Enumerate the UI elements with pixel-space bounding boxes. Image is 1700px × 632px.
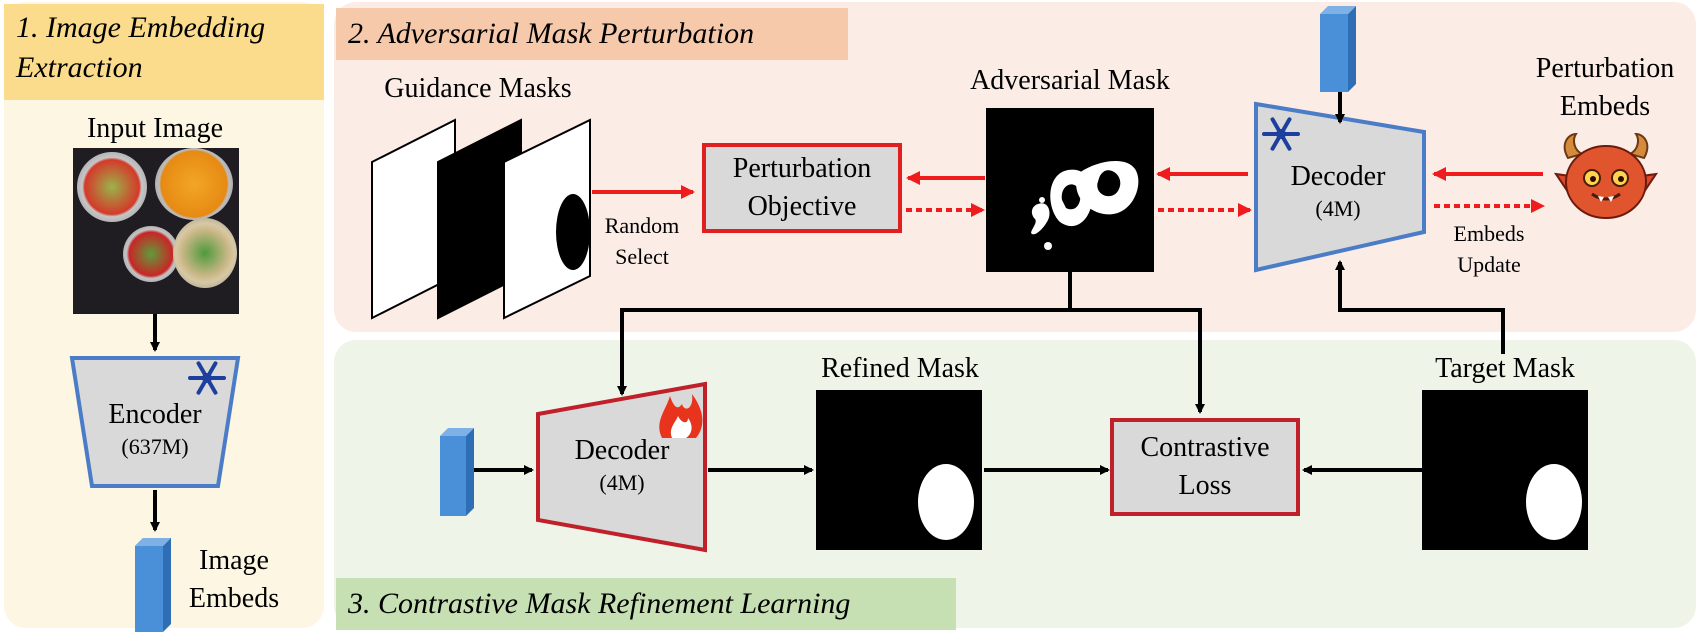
embeds-update-label: Embeds Update xyxy=(1434,218,1544,280)
input-image xyxy=(73,148,239,314)
panel1-title: 1. Image Embedding Extraction xyxy=(4,4,324,100)
decoder-trainable-params: (4M) xyxy=(599,470,645,495)
adversarial-mask-blobs xyxy=(1031,160,1139,250)
decoder-trainable-name: Decoder xyxy=(574,435,670,466)
guidance-mask-3-blob xyxy=(556,194,590,270)
decoder-frozen-block xyxy=(1254,101,1426,273)
devil-icon xyxy=(1553,132,1659,219)
image-embeds-line1: Image xyxy=(199,545,269,576)
loss-line1: Contrastive xyxy=(1140,432,1270,463)
panel-image-embedding xyxy=(4,2,324,628)
objective-line2: Objective xyxy=(747,191,857,222)
random-select-line1: Random xyxy=(604,213,680,238)
adversarial-mask-label: Adversarial Mask xyxy=(970,65,1170,96)
prompt-embed-left-icon xyxy=(440,428,474,516)
embeds-update-line2: Update xyxy=(1457,252,1521,277)
encoder-label: Encoder (637M) xyxy=(92,398,218,462)
bowl-noodles xyxy=(173,218,237,288)
decoder-trainable-label: Decoder (4M) xyxy=(552,434,692,498)
loss-line2: Loss xyxy=(1178,470,1232,501)
image-embeds-icon xyxy=(135,538,171,632)
random-select-label: Random Select xyxy=(592,210,692,272)
bowl-red-peppers xyxy=(123,226,179,282)
decoder-frozen-label: Decoder (4M) xyxy=(1268,160,1408,224)
refined-mask xyxy=(816,390,982,550)
decoder-frozen-params: (4M) xyxy=(1315,196,1361,221)
panel1-title-line1: 1. Image Embedding xyxy=(16,11,266,44)
bowl-lentil-soup xyxy=(155,148,233,220)
arrow-target-to-decoder xyxy=(1335,260,1505,354)
random-select-line2: Select xyxy=(615,244,669,269)
arrow-advmask-to-decoder2 xyxy=(617,308,1070,396)
snowflake-icon xyxy=(1262,117,1300,151)
arrow-advmask-to-loss xyxy=(1070,308,1205,414)
adversarial-mask xyxy=(986,108,1154,272)
image-embeds-label: Image Embeds xyxy=(178,542,290,618)
target-mask xyxy=(1422,390,1588,550)
contrastive-loss-box: Contrastive Loss xyxy=(1110,418,1300,516)
guidance-masks-label: Guidance Masks xyxy=(384,73,572,104)
embeds-update-line1: Embeds xyxy=(1453,221,1525,246)
refined-mask-ellipse xyxy=(918,464,974,540)
encoder-name: Encoder xyxy=(108,399,202,430)
panel1-title-line2: Extraction xyxy=(16,51,143,84)
fire-icon xyxy=(659,394,703,438)
refined-mask-label: Refined Mask xyxy=(821,353,979,384)
perturbation-embeds-line1: Perturbation xyxy=(1535,53,1675,84)
snowflake-icon xyxy=(188,361,226,395)
panel2-title: 2. Adversarial Mask Perturbation xyxy=(336,8,848,60)
decoder-frozen-name: Decoder xyxy=(1290,161,1386,192)
target-mask-label: Target Mask xyxy=(1435,353,1575,384)
bowl-tomato-salad xyxy=(77,152,147,222)
encoder-params: (637M) xyxy=(121,434,189,459)
target-mask-ellipse xyxy=(1526,464,1582,540)
perturbation-objective-box: Perturbation Objective xyxy=(702,143,902,233)
objective-line1: Perturbation xyxy=(732,153,872,184)
encoder-block xyxy=(69,356,241,488)
input-image-label: Input Image xyxy=(86,113,224,144)
image-embeds-line2: Embeds xyxy=(188,583,280,614)
perturbation-embeds-label: Perturbation Embeds xyxy=(1520,50,1690,126)
perturbation-embeds-line2: Embeds xyxy=(1559,91,1651,122)
panel3-title: 3. Contrastive Mask Refinement Learning xyxy=(336,578,956,630)
prompt-embed-top-icon xyxy=(1320,6,1356,92)
